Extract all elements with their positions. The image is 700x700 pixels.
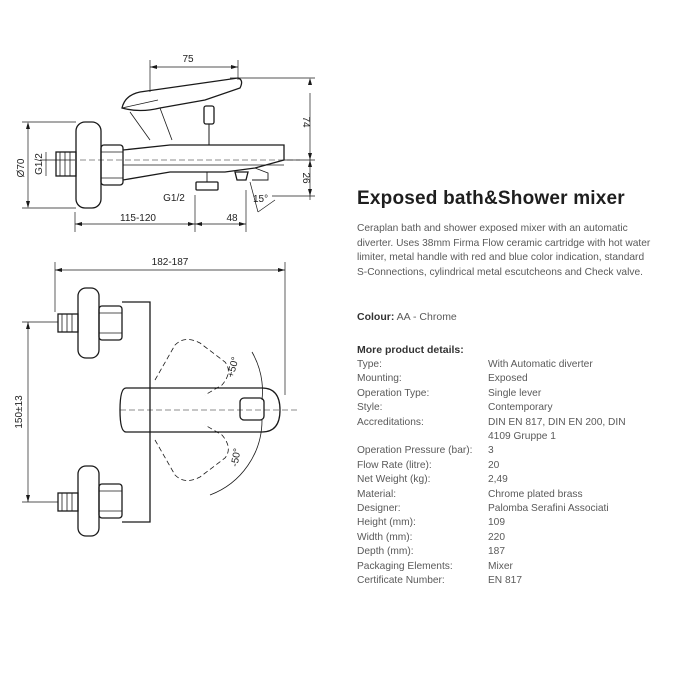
spec-row: Operation Type: Single lever	[357, 387, 648, 401]
spec-row: Packaging Elements: Mixer	[357, 560, 648, 574]
spec-row: Net Weight (kg): 2,49	[357, 473, 648, 487]
spec-label: Flow Rate (litre):	[357, 459, 432, 471]
spec-value: 187	[488, 546, 505, 558]
spec-value: 220	[488, 531, 505, 543]
angle-plus50-label: +50°	[226, 356, 242, 379]
spec-label: Net Weight (kg):	[357, 474, 431, 486]
spec-row: Mounting: Exposed	[357, 372, 648, 386]
spec-label: Packaging Elements:	[357, 560, 453, 572]
spec-label: Style:	[357, 402, 383, 414]
spec-label: Depth (mm):	[357, 546, 414, 558]
product-title: Exposed bath&Shower mixer	[357, 188, 625, 209]
spec-value: Mixer	[488, 560, 513, 572]
top-view-drawing	[40, 77, 300, 209]
spec-row: Height (mm): 109	[357, 516, 648, 530]
spec-row: Certificate Number: EN 817	[357, 574, 648, 588]
colour-line: Colour: AA - Chrome	[357, 311, 457, 323]
spec-row: Material: Chrome plated brass	[357, 488, 648, 502]
spec-label: Designer:	[357, 503, 401, 515]
spec-label: Operation Type:	[357, 387, 430, 399]
dim-g12-left-label: G1/2	[34, 153, 45, 175]
dim-26-label: 26	[300, 172, 311, 184]
dim-182-187-label: 182-187	[152, 257, 189, 268]
spec-value: Palomba Serafini Associati	[488, 503, 609, 515]
spec-label: Height (mm):	[357, 517, 416, 529]
details-heading: More product details:	[357, 344, 464, 356]
spec-row: Accreditations: DIN EN 817, DIN EN 200, D…	[357, 416, 648, 445]
spec-row: Flow Rate (litre): 20	[357, 459, 648, 473]
dim-75-label: 75	[182, 54, 194, 65]
front-view-drawing	[57, 287, 300, 537]
colour-label: Colour:	[357, 311, 395, 323]
dim-74-label: 74	[300, 116, 311, 128]
spec-label: Mounting:	[357, 373, 402, 385]
colour-value: AA - Chrome	[396, 311, 457, 323]
front-view-dimensions	[22, 262, 286, 503]
dim-48-label: 48	[226, 213, 238, 224]
spec-label: Type:	[357, 359, 382, 370]
top-view-dimensions	[22, 60, 315, 232]
spec-label: Material:	[357, 488, 397, 500]
dim-15deg-label: 15°	[253, 194, 268, 205]
spec-label: Certificate Number:	[357, 575, 445, 587]
spec-label: Operation Pressure (bar):	[357, 445, 473, 457]
spec-row: Designer: Palomba Serafini Associati	[357, 502, 648, 516]
angle-minus50-label: -50°	[230, 448, 244, 468]
dim-g12-bottom-label: G1/2	[163, 193, 185, 204]
dim-150-label: 150±13	[14, 395, 25, 429]
spec-value: Exposed	[488, 373, 528, 385]
spec-row: Operation Pressure (bar): 3	[357, 444, 648, 458]
spec-value: 20	[488, 459, 500, 471]
spec-value: EN 817	[488, 575, 522, 587]
dim-o70-label: Ø70	[16, 158, 27, 177]
spec-row: Style: Contemporary	[357, 401, 648, 415]
spec-value: 3	[488, 445, 494, 457]
product-description: Ceraplan bath and shower exposed mixer w…	[357, 223, 651, 278]
spec-value: Contemporary	[488, 402, 553, 414]
spec-row: Depth (mm): 187	[357, 545, 648, 559]
spec-value: Single lever	[488, 387, 542, 399]
spec-value: 109	[488, 517, 505, 529]
dim-115-120-label: 115-120	[120, 213, 156, 224]
spec-value: 2,49	[488, 474, 508, 486]
spec-value: With Automatic diverter	[488, 359, 593, 370]
spec-row: Width (mm): 220	[357, 531, 648, 545]
spec-label: Width (mm):	[357, 531, 413, 543]
spec-label: Accreditations:	[357, 416, 424, 428]
spec-value: DIN EN 817, DIN EN 200, DIN 4109 Gruppe …	[488, 416, 626, 443]
spec-row: Type: With Automatic diverter	[357, 358, 648, 372]
spec-value: Chrome plated brass	[488, 488, 583, 500]
